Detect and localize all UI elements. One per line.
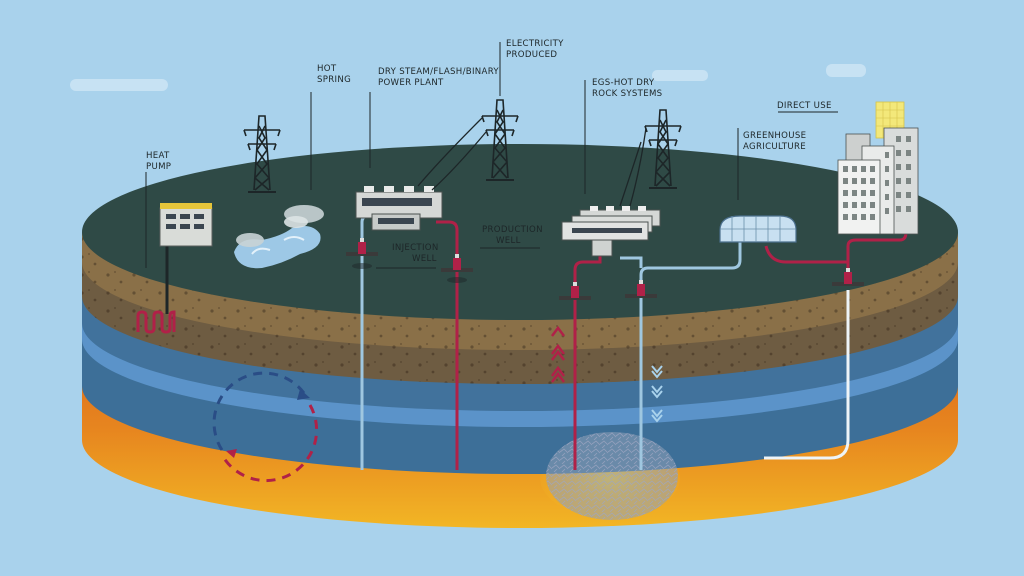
city-buildings bbox=[837, 101, 919, 235]
cloud bbox=[826, 64, 866, 77]
downflow-arrows bbox=[651, 365, 663, 423]
egs-plant bbox=[561, 206, 661, 257]
well-head bbox=[625, 280, 657, 298]
well-head bbox=[346, 238, 378, 269]
transmission-tower bbox=[481, 99, 519, 181]
pipes bbox=[165, 214, 908, 470]
upflow-arrows bbox=[551, 325, 565, 383]
cloud bbox=[70, 79, 168, 91]
transmission-towers bbox=[243, 99, 682, 193]
well-head bbox=[441, 254, 473, 283]
power-plant bbox=[355, 186, 443, 231]
well-head bbox=[832, 268, 864, 286]
direct-use-return-pipe bbox=[764, 290, 850, 460]
ground-surface bbox=[82, 144, 958, 320]
heat-pump-house bbox=[159, 203, 213, 247]
cloud bbox=[652, 70, 708, 81]
egs-injection-pipe bbox=[639, 240, 742, 470]
earth-cross-section bbox=[82, 144, 958, 528]
power-lines bbox=[417, 117, 647, 207]
transmission-tower bbox=[243, 115, 281, 193]
production-well-pipe bbox=[436, 220, 459, 470]
hot-spring-pool bbox=[234, 205, 324, 269]
well-heads bbox=[346, 238, 864, 300]
leader-lines bbox=[145, 42, 838, 269]
greenhouse bbox=[719, 215, 797, 243]
direct-use-label: DIRECT USE bbox=[777, 101, 832, 111]
egs-production-pipe bbox=[573, 252, 602, 470]
well-head bbox=[559, 282, 591, 300]
heat-pump-coil bbox=[136, 310, 176, 334]
convection-loop bbox=[212, 371, 319, 483]
direct-use-hot-pipe bbox=[764, 245, 850, 282]
